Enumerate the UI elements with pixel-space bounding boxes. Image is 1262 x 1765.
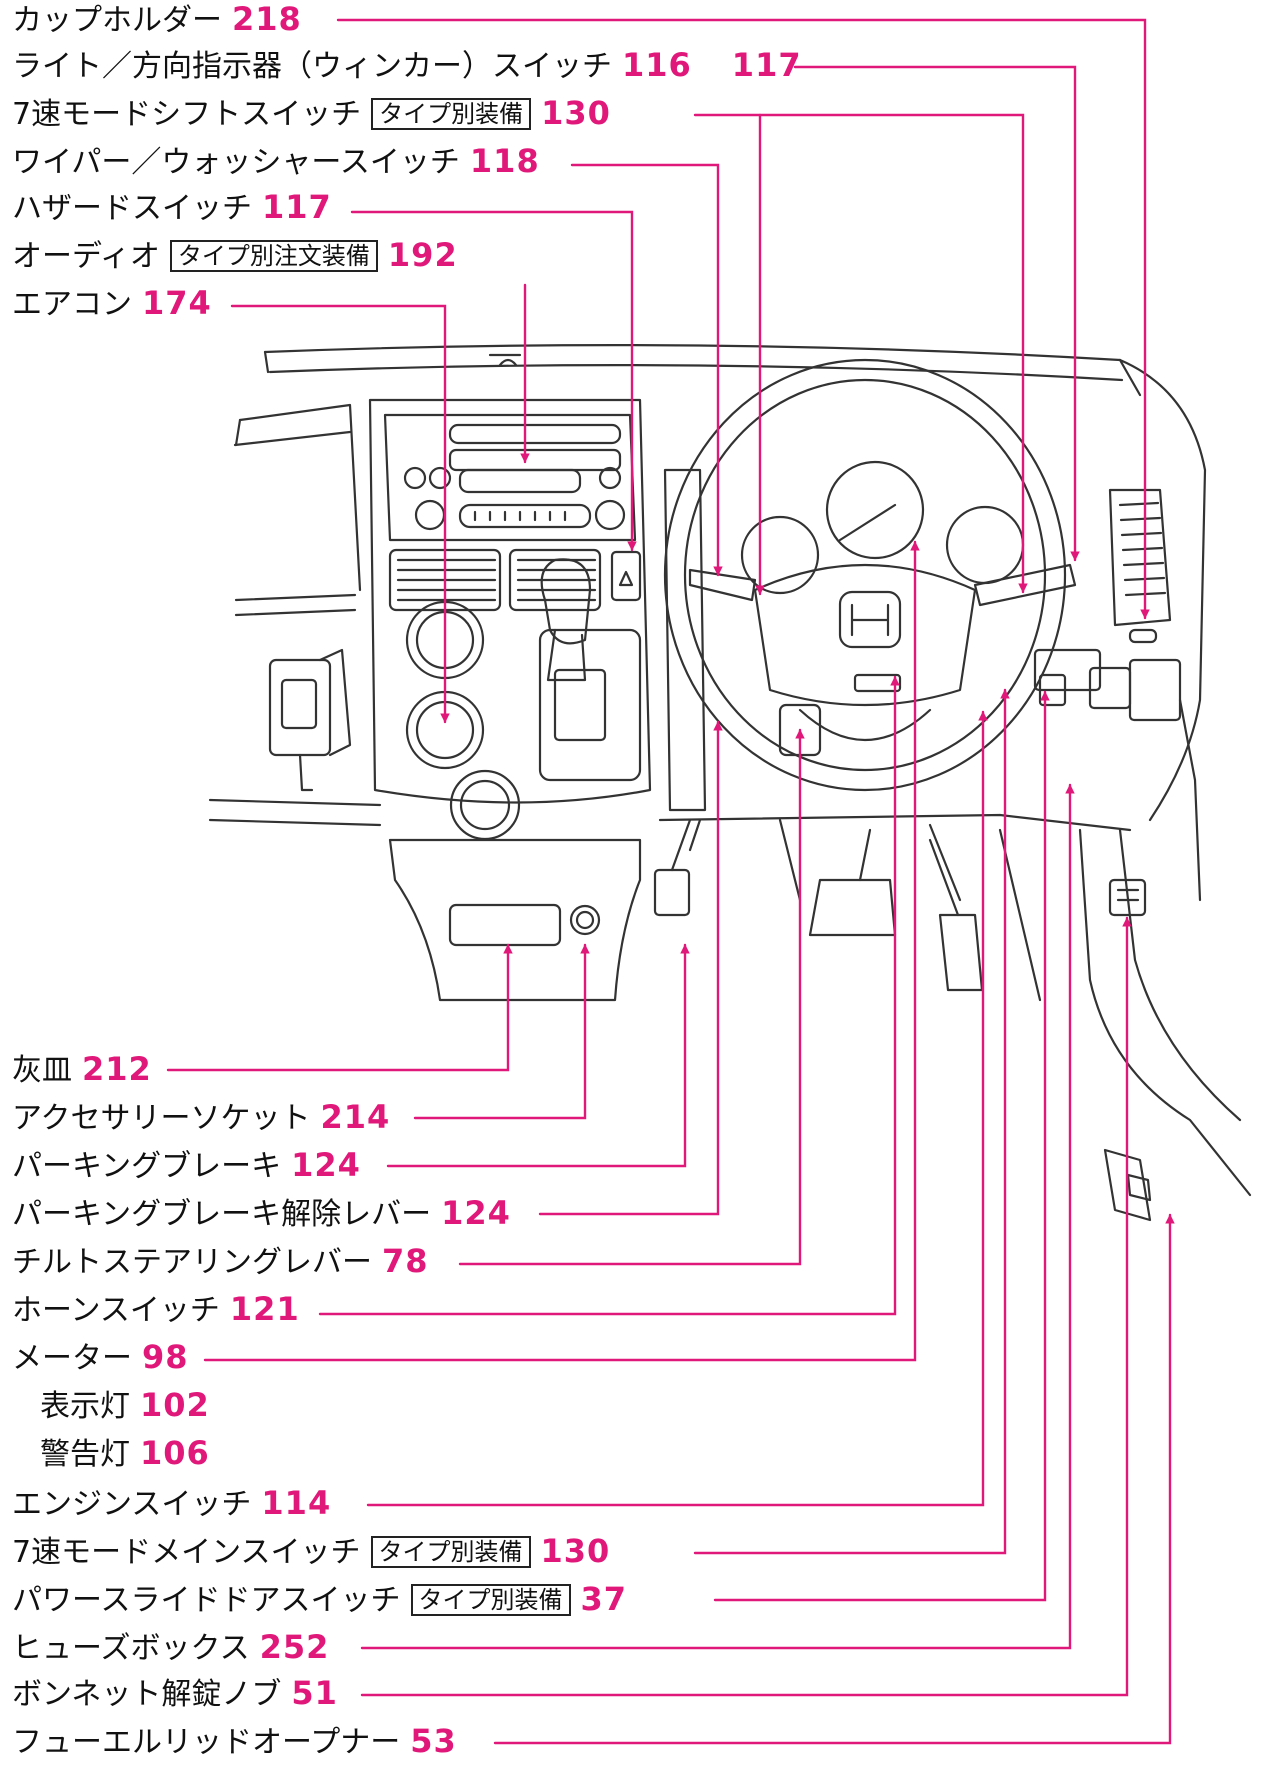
page-number: 121 [229, 1290, 300, 1328]
leader-shift-switch [693, 113, 1028, 594]
label-text: パーキングブレーキ [12, 1149, 282, 1184]
label-horn-switch: ホーンスイッチ 121 [12, 1292, 300, 1328]
label-indicator-lamp: 表示灯 102 [40, 1388, 210, 1424]
label-text: パワースライドドアスイッチ [12, 1583, 401, 1618]
page-number: 130 [541, 94, 611, 132]
page-number: 98 [142, 1338, 189, 1376]
label-light-switch: ライト／方向指示器（ウィンカー）スイッチ 116 117 [12, 48, 802, 84]
label-text: 7速モードシフトスイッチ [12, 97, 362, 132]
label-text: アクセサリーソケット [12, 1101, 311, 1136]
label-text: パーキングブレーキ解除レバー [12, 1197, 432, 1232]
label-warning-lamp: 警告灯 106 [40, 1436, 210, 1472]
label-text: ライト／方向指示器（ウィンカー）スイッチ [12, 49, 612, 84]
label-audio: オーディオタイプ別注文装備 192 [12, 238, 458, 274]
page-number: 214 [320, 1098, 391, 1136]
leader-lines [166, 18, 1175, 1745]
label-text: 表示灯 [40, 1389, 130, 1424]
label-parking-brake: パーキングブレーキ 124 [12, 1148, 361, 1184]
page-number: 117 [262, 188, 332, 226]
page-number: 102 [140, 1386, 210, 1424]
leader-fuse-box [360, 783, 1075, 1650]
page-number: 174 [142, 284, 212, 322]
label-text: ホーンスイッチ [12, 1293, 220, 1328]
label-text: ヒューズボックス [12, 1631, 250, 1666]
label-text: エアコン [12, 287, 132, 322]
label-tilt-lever: チルトステアリングレバー 78 [12, 1244, 429, 1280]
page-number: 252 [259, 1628, 330, 1666]
page-number: 118 [469, 142, 540, 180]
label-text: ボンネット解錠ノブ [12, 1677, 282, 1712]
label-cup-holder: カップホルダー 218 [12, 2, 302, 38]
label-bonnet-knob: ボンネット解錠ノブ 51 [12, 1676, 338, 1712]
leader-hazard [350, 210, 637, 552]
page-number: 106 [140, 1434, 210, 1472]
label-text: ワイパー／ウォッシャースイッチ [12, 145, 460, 180]
label-main-switch: 7速モードメインスイッチタイプ別装備 130 [12, 1534, 610, 1570]
leader-parking-release [538, 720, 723, 1216]
label-engine-switch: エンジンスイッチ 114 [12, 1486, 331, 1522]
label-text: チルトステアリングレバー [12, 1245, 372, 1280]
label-text: 灰皿 [12, 1053, 72, 1088]
page-number: 37 [580, 1580, 628, 1618]
page-number: 212 [82, 1050, 152, 1088]
page-number: 53 [410, 1722, 457, 1760]
leader-ashtray [166, 943, 513, 1072]
label-parking-brake-release: パーキングブレーキ解除レバー 124 [12, 1196, 511, 1232]
leader-cup-holder [336, 18, 1150, 620]
leader-slide-door [713, 690, 1050, 1602]
label-wiper-switch: ワイパー／ウォッシャースイッチ 118 [12, 144, 540, 180]
page-number: 51 [291, 1674, 338, 1712]
leader-aircon [230, 304, 450, 724]
page-number: 78 [382, 1242, 429, 1280]
equipment-tag: タイプ別装備 [410, 1584, 571, 1616]
label-hazard-switch: ハザードスイッチ 117 [12, 190, 332, 226]
label-aircon: エアコン 174 [12, 286, 212, 322]
label-fuel-lid-opener: フューエルリッドオープナー 53 [12, 1724, 457, 1760]
label-fuse-box: ヒューズボックス 252 [12, 1630, 329, 1666]
leader-engine [366, 710, 988, 1507]
label-text: フューエルリッドオープナー [12, 1725, 401, 1760]
leader-tilt [458, 728, 805, 1266]
equipment-tag: タイプ別装備 [371, 98, 532, 130]
page-number: 124 [291, 1146, 361, 1184]
leader-bonnet [360, 916, 1132, 1697]
equipment-tag: タイプ別注文装備 [169, 240, 378, 272]
equipment-tag: タイプ別装備 [370, 1536, 531, 1568]
label-text: 警告灯 [40, 1437, 130, 1472]
label-accessory-socket: アクセサリーソケット 214 [12, 1100, 390, 1136]
leader-fuel-lid [493, 1213, 1175, 1745]
label-slide-door-switch: パワースライドドアスイッチタイプ別装備 37 [12, 1582, 627, 1618]
page-number: 192 [387, 236, 458, 274]
page-number: 114 [261, 1484, 332, 1522]
leader-socket [413, 943, 590, 1120]
label-meter: メーター 98 [12, 1340, 189, 1376]
dashboard-drawing [208, 344, 1252, 1222]
leader-wiper [570, 163, 723, 577]
label-text: 7速モードメインスイッチ [12, 1535, 361, 1570]
leader-parking-brake [386, 943, 690, 1168]
leader-meter [203, 540, 920, 1362]
leader-main-switch [693, 688, 1010, 1555]
label-text: エンジンスイッチ [12, 1487, 252, 1522]
page-number-secondary: 117 [731, 46, 802, 84]
label-shift-switch: 7速モードシフトスイッチタイプ別装備 130 [12, 96, 611, 132]
leader-horn [318, 675, 900, 1316]
page-number: 130 [540, 1532, 611, 1570]
leader-light-switch [793, 65, 1080, 562]
label-ashtray: 灰皿 212 [12, 1052, 152, 1088]
label-text: ハザードスイッチ [12, 191, 252, 226]
label-text: カップホルダー [12, 3, 222, 38]
label-text: オーディオ [12, 239, 160, 274]
page-number: 116 [622, 46, 692, 84]
page-number: 218 [232, 0, 302, 38]
label-text: メーター [12, 1341, 132, 1376]
page-number: 124 [441, 1194, 511, 1232]
